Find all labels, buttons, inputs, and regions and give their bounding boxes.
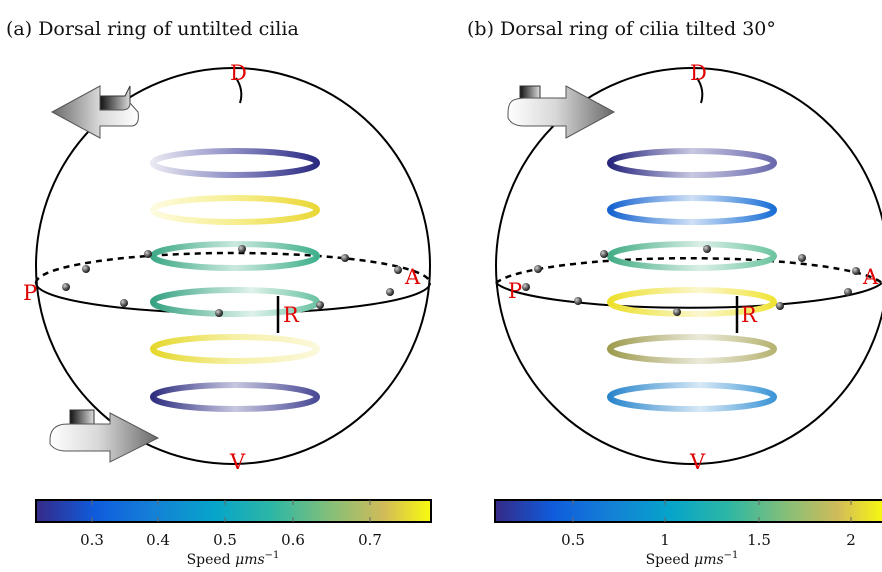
label-ventral: V xyxy=(229,450,246,474)
cilia-rings xyxy=(607,148,777,412)
rotation-arrow-right-icon xyxy=(49,409,160,463)
colorbar-a: 0.3 0.4 0.5 0.6 0.7 Speed μms−1 xyxy=(35,499,432,568)
cilia-ring xyxy=(607,334,777,364)
colorbar-b-tick: 1.5 xyxy=(747,531,771,549)
rotation-arrow-right-icon xyxy=(507,85,616,139)
equator-front xyxy=(495,282,882,309)
colorbar-a-gradient xyxy=(35,499,432,523)
sphere-outline xyxy=(35,67,431,465)
label-anterior: A xyxy=(404,265,421,289)
panel-a: (a) Dorsal ring of untilted cilia xyxy=(6,18,432,568)
cilia-ring xyxy=(607,195,777,225)
dorsal-tick xyxy=(235,77,243,104)
bead xyxy=(844,288,852,296)
bead xyxy=(776,302,784,310)
bead xyxy=(703,245,711,253)
colorbar-b-gradient xyxy=(494,499,882,523)
equator-beads xyxy=(62,245,402,317)
bead xyxy=(394,266,402,274)
colorbar-b-tick: 0.5 xyxy=(561,531,585,549)
bead xyxy=(386,288,394,296)
colorbar-a-tick: 0.6 xyxy=(281,531,305,549)
bead xyxy=(673,308,681,316)
equator-back xyxy=(495,256,882,284)
label-ring: R xyxy=(741,303,758,327)
cilia-ring xyxy=(150,241,320,271)
label-ring: R xyxy=(283,303,300,327)
rotation-arrow-left-icon xyxy=(50,85,139,139)
equator-back xyxy=(34,251,432,284)
label-ventral: V xyxy=(689,450,706,474)
cilia-rings xyxy=(150,148,320,412)
bead xyxy=(852,267,860,275)
label-dorsal: D xyxy=(230,61,247,85)
label-anterior: A xyxy=(862,265,879,289)
cilia-ring xyxy=(150,287,320,317)
colorbar-a-tick: 0.7 xyxy=(358,531,382,549)
bead xyxy=(144,250,152,258)
bead xyxy=(600,250,608,258)
bead xyxy=(238,245,246,253)
cilia-ring xyxy=(150,334,320,364)
cilia-ring xyxy=(150,148,320,178)
cilia-ring xyxy=(607,382,777,412)
colorbar-b-tick: 2 xyxy=(846,531,856,549)
dorsal-tick xyxy=(696,77,704,104)
colorbar-a-tick: 0.4 xyxy=(146,531,170,549)
colorbar-b-tick: 1 xyxy=(660,531,670,549)
cilia-ring xyxy=(150,382,320,412)
bead xyxy=(534,265,542,273)
colorbar-a-tick: 0.3 xyxy=(80,531,104,549)
cilia-ring xyxy=(607,287,777,317)
cilia-ring xyxy=(150,195,320,225)
bead xyxy=(341,254,349,262)
bead xyxy=(82,265,90,273)
panel-b-title: (b) Dorsal ring of cilia tilted 30° xyxy=(467,18,776,40)
equator-beads xyxy=(522,245,860,316)
panel-b: (b) Dorsal ring of cilia tilted 30° xyxy=(467,18,882,568)
panel-a-title: (a) Dorsal ring of untilted cilia xyxy=(6,18,299,40)
bead xyxy=(798,254,806,262)
colorbar-b: 0.5 1 1.5 2 Speed μms−1 xyxy=(494,499,882,568)
bead xyxy=(316,301,324,309)
label-posterior: P xyxy=(23,281,37,305)
colorbar-a-label: Speed μms−1 xyxy=(187,550,280,568)
cilia-ring xyxy=(607,241,777,271)
label-dorsal: D xyxy=(690,61,707,85)
bead xyxy=(120,299,128,307)
bead xyxy=(522,283,530,291)
label-posterior: P xyxy=(508,279,522,303)
bead xyxy=(62,283,70,291)
cilia-ring xyxy=(607,148,777,178)
colorbar-b-label: Speed μms−1 xyxy=(646,550,739,568)
sphere-outline xyxy=(495,67,882,465)
colorbar-a-tick: 0.5 xyxy=(213,531,237,549)
bead xyxy=(574,297,582,305)
bead xyxy=(215,309,223,317)
